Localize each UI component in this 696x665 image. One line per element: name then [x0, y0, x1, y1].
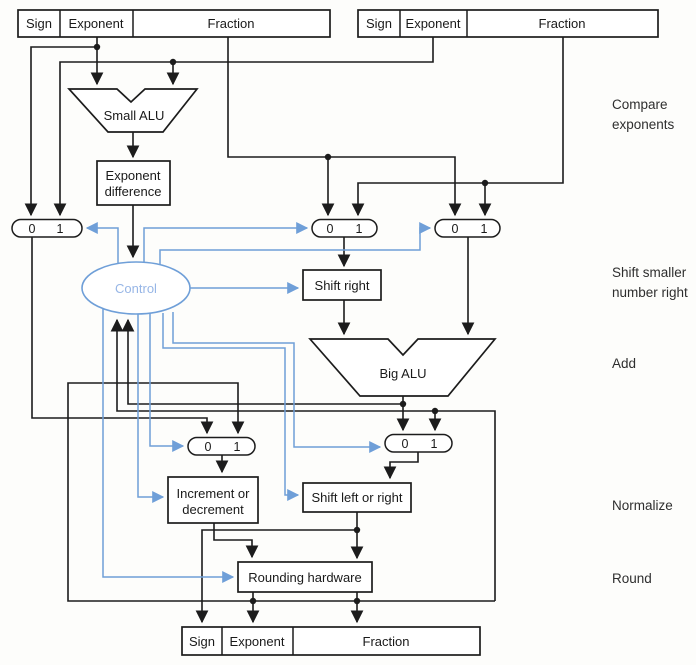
rounding-hardware-box: Rounding hardware: [237, 561, 373, 593]
mux-big-fraction-select: 0 1: [434, 218, 501, 238]
mux-input-0-label: 0: [402, 437, 409, 451]
mux-input-0-label: 0: [205, 440, 212, 454]
mux-input-1-label: 1: [57, 222, 64, 236]
shift-right-box: Shift right: [302, 269, 382, 301]
shift-left-right-box: Shift left or right: [302, 482, 412, 513]
register-cell-exponent: Exponent: [69, 16, 124, 31]
mux-input-0-label: 0: [29, 222, 36, 236]
rounding-hardware-label: Rounding hardware: [248, 570, 361, 585]
stage-compare-line1: Compare: [612, 97, 668, 112]
register-cell-exponent: Exponent: [406, 16, 461, 31]
mux-input-0-label: 0: [327, 222, 334, 236]
increment-decrement-line1: Increment or: [177, 486, 251, 501]
stage-labels: Compare exponents Shift smaller number r…: [612, 97, 688, 586]
small-alu: Small ALU: [67, 88, 199, 133]
mux-exponent-select: 0 1: [11, 218, 83, 238]
stage-normalize: Normalize: [612, 498, 673, 513]
stage-compare-line2: exponents: [612, 117, 675, 132]
register-cell-sign: Sign: [366, 16, 392, 31]
result-register: Sign Exponent Fraction: [181, 626, 481, 656]
register-cell-sign: Sign: [26, 16, 52, 31]
datapath-wires: [24, 37, 564, 624]
big-alu-label: Big ALU: [380, 366, 427, 381]
small-alu-label: Small ALU: [104, 108, 165, 123]
register-cell-sign: Sign: [189, 634, 215, 649]
register-cell-fraction: Fraction: [539, 16, 586, 31]
exponent-difference-box: Exponent difference: [96, 160, 171, 206]
register-cell-fraction: Fraction: [363, 634, 410, 649]
mux-input-1-label: 1: [356, 222, 363, 236]
big-alu: Big ALU: [308, 338, 497, 397]
stage-shift-line1: Shift smaller: [612, 265, 687, 280]
mux-input-1-label: 1: [234, 440, 241, 454]
increment-decrement-box: Increment or decrement: [167, 476, 259, 524]
mux-input-0-label: 0: [452, 222, 459, 236]
input-register-left: Sign Exponent Fraction: [17, 9, 331, 38]
stage-round: Round: [612, 571, 652, 586]
stage-shift-line2: number right: [612, 285, 688, 300]
mux-small-fraction-select: 0 1: [311, 218, 378, 238]
shift-left-right-label: Shift left or right: [311, 490, 402, 505]
mux-fraction-result: 0 1: [384, 433, 453, 453]
control-unit: Control: [81, 261, 191, 315]
control-signal-wires: [85, 222, 432, 583]
register-cell-exponent: Exponent: [230, 634, 285, 649]
exponent-difference-line1: Exponent: [106, 168, 161, 183]
stage-add: Add: [612, 356, 636, 371]
mux-input-1-label: 1: [431, 437, 438, 451]
register-cell-fraction: Fraction: [208, 16, 255, 31]
shift-right-label: Shift right: [315, 278, 370, 293]
mux-exponent-result: 0 1: [187, 436, 256, 456]
input-register-right: Sign Exponent Fraction: [357, 9, 659, 38]
mux-input-1-label: 1: [481, 222, 488, 236]
control-label: Control: [115, 281, 157, 296]
increment-decrement-line2: decrement: [182, 502, 244, 517]
exponent-difference-line2: difference: [105, 184, 162, 199]
